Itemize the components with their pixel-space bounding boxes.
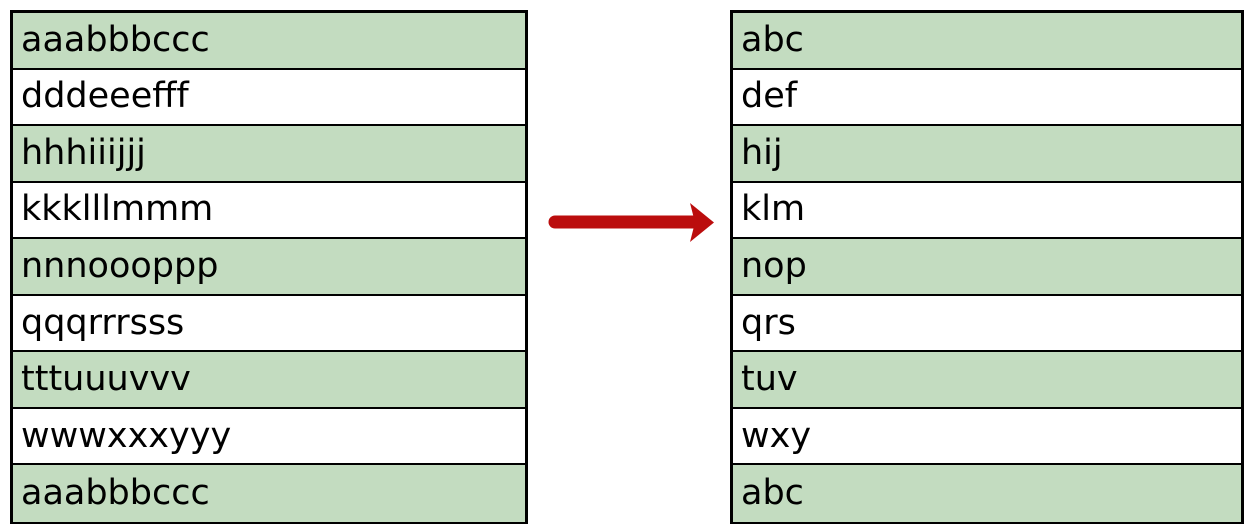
- table-row[interactable]: abc: [733, 13, 1241, 70]
- table-cell-text: wxy: [741, 415, 812, 456]
- right-arrow-icon: [548, 203, 714, 242]
- table-row[interactable]: hij: [733, 126, 1241, 183]
- table-cell-text: klm: [741, 189, 806, 230]
- table-row[interactable]: nnnoooppp: [13, 239, 525, 296]
- table-cell-text: hhhiiijjj: [21, 132, 146, 173]
- table-row[interactable]: dddeeefff: [13, 69, 525, 127]
- table-cell-text: abc: [741, 19, 804, 60]
- table-row[interactable]: aaabbbccc: [13, 13, 525, 70]
- table-cell-text: nnnoooppp: [21, 245, 219, 286]
- table-cell-text: abc: [741, 473, 804, 514]
- table-row[interactable]: def: [733, 69, 1241, 127]
- table-cell-text: def: [741, 76, 798, 117]
- table-row[interactable]: tuv: [733, 352, 1241, 409]
- table-cell-text: tuv: [741, 359, 798, 400]
- table-row[interactable]: tttuuuvvv: [13, 352, 525, 409]
- table-row[interactable]: wxy: [733, 408, 1241, 466]
- table-cell-text: qrs: [741, 302, 796, 343]
- table-cell-text: hij: [741, 132, 783, 173]
- table-cell-text: qqqrrrsss: [21, 302, 185, 343]
- source-table: aaabbbccc dddeeefff hhhiiijjj kkklllmmm nnno…: [10, 10, 528, 524]
- arrow-shape: [548, 203, 714, 242]
- table-cell-text: wwwxxxyyy: [21, 415, 232, 456]
- table-row[interactable]: kkklllmmm: [13, 182, 525, 240]
- table-cell-text: aaabbbccc: [21, 473, 210, 514]
- table-row[interactable]: abc: [733, 465, 1241, 522]
- table-row[interactable]: qqqrrrsss: [13, 295, 525, 353]
- table-cell-text: nop: [741, 245, 807, 286]
- table-row[interactable]: qrs: [733, 295, 1241, 353]
- target-table: abc def hij klm nop qrs tuv wxy abc: [730, 10, 1244, 524]
- table-cell-text: kkklllmmm: [21, 189, 214, 230]
- table-row[interactable]: wwwxxxyyy: [13, 408, 525, 466]
- table-row[interactable]: aaabbbccc: [13, 465, 525, 522]
- table-row[interactable]: nop: [733, 239, 1241, 296]
- table-cell-text: aaabbbccc: [21, 19, 210, 60]
- table-cell-text: tttuuuvvv: [21, 359, 191, 400]
- table-cell-text: dddeeefff: [21, 76, 189, 117]
- table-row[interactable]: klm: [733, 182, 1241, 240]
- table-row[interactable]: hhhiiijjj: [13, 126, 525, 183]
